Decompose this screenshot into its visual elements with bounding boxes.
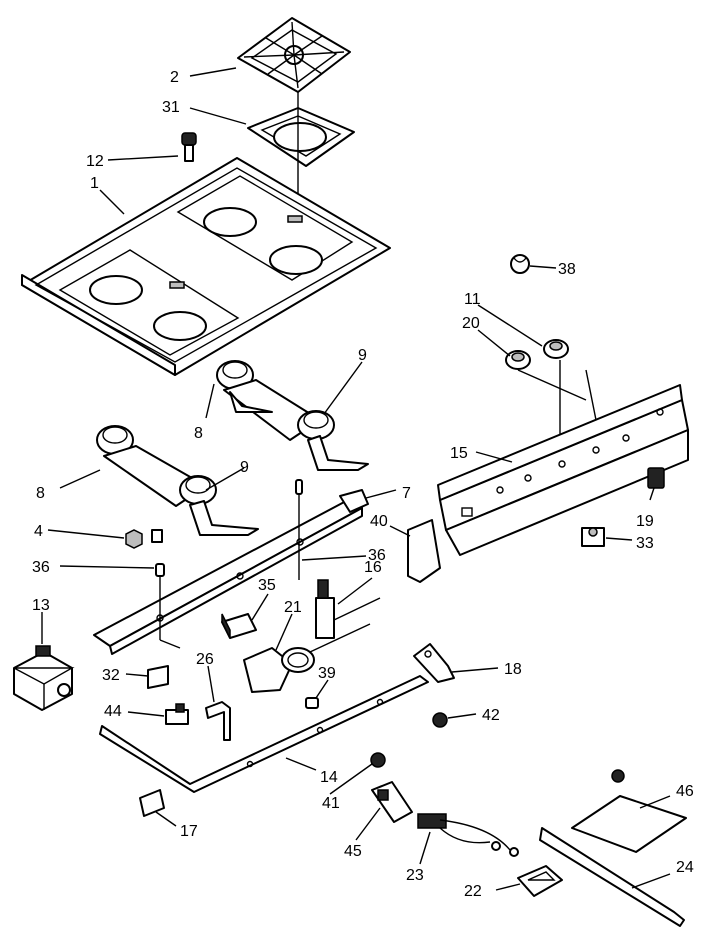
callout-11: 11: [464, 291, 481, 308]
bracket-small: [147, 665, 169, 689]
callout-15: 15: [450, 445, 468, 462]
callout-8b: 8: [36, 485, 45, 502]
burner-assembly-rear: [216, 360, 369, 471]
callout-24: 24: [676, 859, 694, 876]
bracket: [413, 643, 455, 683]
drip-pan: [247, 107, 355, 167]
leader-lines: [41, 67, 671, 891]
pipe-bracket: [139, 789, 165, 817]
wire-harness: [417, 813, 519, 857]
igniter-base: [517, 865, 563, 897]
screw: [181, 132, 197, 162]
callout-7: 7: [402, 485, 411, 502]
callout-12: 12: [86, 153, 104, 170]
callout-9b: 9: [240, 459, 249, 476]
callout-31: 31: [162, 99, 180, 116]
callout-36a: 36: [32, 559, 50, 576]
panel-end: [407, 519, 441, 583]
valve-fitting: [165, 703, 189, 725]
burner-grate: [237, 17, 351, 93]
callout-21: 21: [284, 599, 302, 616]
callout-22: 22: [464, 883, 482, 900]
callout-46: 46: [676, 783, 694, 800]
tube-l: [205, 701, 231, 741]
callout-44: 44: [104, 703, 122, 720]
clip: [510, 254, 530, 274]
callout-13: 13: [32, 597, 50, 614]
callout-2: 2: [170, 69, 179, 86]
plug: [432, 712, 448, 728]
burner-tube: [539, 827, 685, 927]
callout-41: 41: [322, 795, 340, 812]
callout-19: 19: [636, 513, 654, 530]
cooktop: [21, 157, 391, 376]
nut: [125, 529, 143, 549]
callout-36b: 36: [368, 547, 386, 564]
callout-26: 26: [196, 651, 214, 668]
igniter: [371, 781, 413, 823]
knob-bezel: [505, 350, 531, 370]
connector-block: [221, 613, 257, 639]
grommet: [581, 527, 605, 547]
callout-17: 17: [180, 823, 198, 840]
callout-16: 16: [364, 559, 382, 576]
fitting: [305, 697, 319, 709]
switch: [647, 467, 665, 489]
callout-4: 4: [34, 523, 43, 540]
orifice-tube: [155, 479, 303, 649]
callout-labels: 2 31 12 1 38 11 20 9 8 15 8 9 7 19 4 40 …: [32, 69, 694, 900]
spark-module: [315, 579, 381, 639]
callout-14: 14: [320, 769, 338, 786]
callout-18: 18: [504, 661, 522, 678]
callout-38: 38: [558, 261, 576, 278]
callout-23: 23: [406, 867, 424, 884]
callout-20: 20: [462, 315, 480, 332]
clip-small: [151, 529, 163, 543]
burner-assembly-front: [96, 425, 259, 536]
callout-32: 32: [102, 667, 120, 684]
regulator: [13, 645, 75, 711]
knob: [543, 339, 569, 359]
callout-8a: 8: [194, 425, 203, 442]
callout-39: 39: [318, 665, 336, 682]
callout-42: 42: [482, 707, 500, 724]
callout-1: 1: [90, 175, 99, 192]
manifold-pipe: [99, 675, 429, 793]
callout-40: 40: [370, 513, 388, 530]
callout-9a: 9: [358, 347, 367, 364]
heat-shield: [571, 769, 687, 853]
callout-33: 33: [636, 535, 654, 552]
valve-assembly: [243, 623, 371, 693]
pipe-plug: [370, 752, 386, 768]
callout-45: 45: [344, 843, 362, 860]
manifold-panel: [437, 384, 689, 556]
callout-35: 35: [258, 577, 276, 594]
